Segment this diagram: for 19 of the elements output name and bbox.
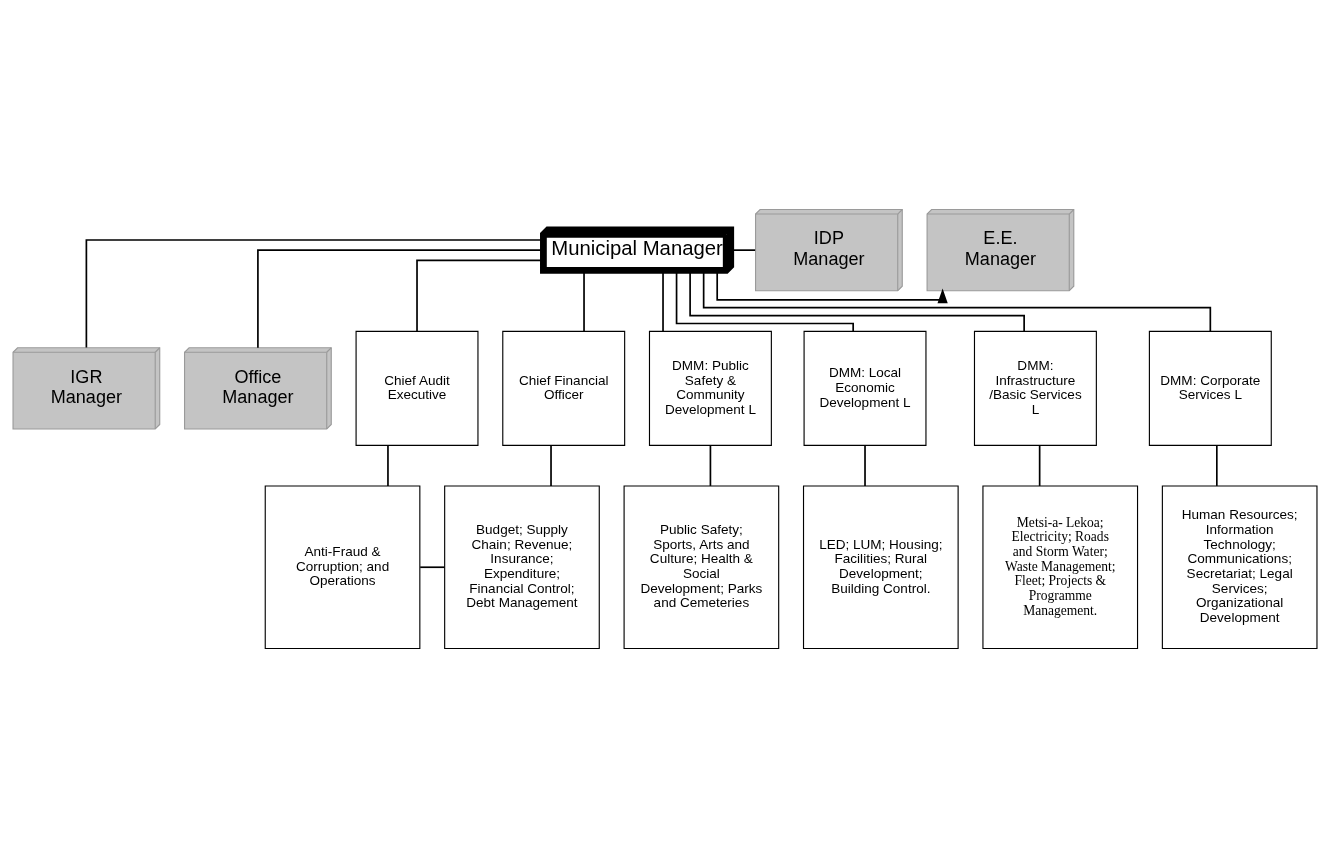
node-box: DMM: Public Safety & Community Development L: [648, 330, 772, 446]
node-box: DMM: Infrastructure /Basic Services L: [973, 330, 1097, 446]
node-box: Anti-Fraud & Corruption; and Operations: [264, 485, 421, 650]
node-box: Public Safety; Sports, Arts and Culture; Health & Social Development; Parks and Cemeteries: [623, 485, 780, 650]
node-box: Budget; Supply Chain; Revenue; Insurance; Expenditure; Financial Control; Debt Management: [444, 485, 600, 650]
node-box: Metsi-a- Lekoa; Electricity; Roads and Storm Water; Waste Management; Fleet; Projects & Programme Management.: [982, 485, 1139, 650]
node-box: Chief Financial Officer: [502, 330, 626, 446]
node-box: DMM: Local Economic Development L: [803, 330, 927, 446]
connector: [1215, 444, 1218, 487]
connector: [709, 444, 712, 487]
connector: [1038, 444, 1041, 487]
connector: [419, 566, 446, 569]
connector: [387, 444, 389, 487]
node-box: Human Resources; Information Technology; Communications; Secretariat; Legal Services; Organizational Development: [1161, 485, 1318, 650]
connector: [864, 444, 866, 487]
node-box: DMM: Corporate Services L: [1148, 330, 1272, 446]
connector: [550, 444, 552, 487]
node-box: LED; LUM; Housing; Facilities; Rural Development; Building Control.: [802, 485, 959, 650]
node-box: Chief Audit Executive: [355, 330, 479, 446]
